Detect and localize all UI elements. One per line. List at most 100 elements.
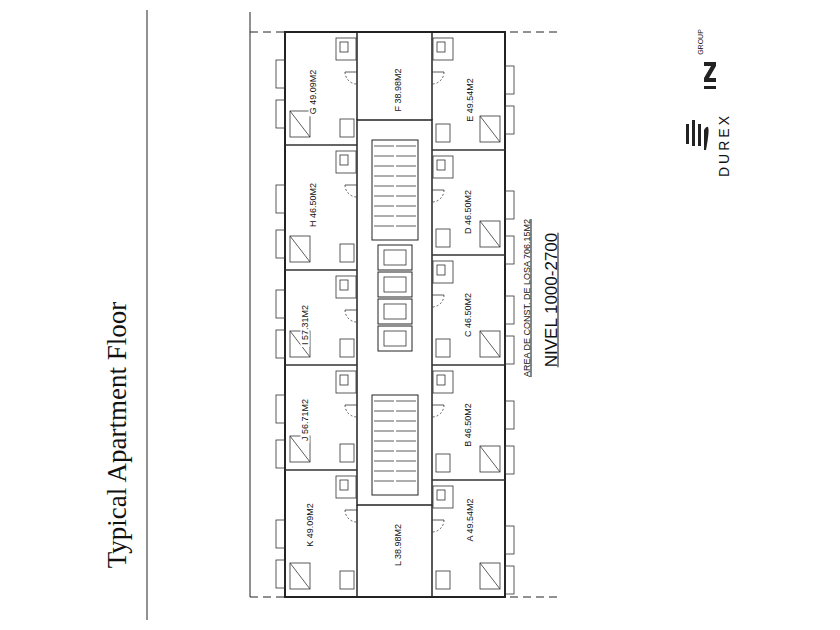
window	[505, 446, 514, 474]
wall	[285, 144, 357, 146]
unit-area: E 49.54M2	[466, 76, 475, 124]
window	[505, 526, 514, 554]
door	[432, 520, 444, 521]
bed	[480, 331, 500, 357]
door-swing	[345, 185, 357, 197]
fixture	[340, 280, 348, 290]
kitchen	[340, 571, 354, 589]
kitchen	[436, 229, 450, 247]
stair-tread	[374, 156, 394, 157]
fixture	[437, 42, 445, 52]
plan-details	[276, 38, 514, 594]
stair-tread	[396, 411, 416, 412]
stair-tread	[396, 206, 416, 207]
bed	[290, 563, 310, 589]
stair-tread	[374, 431, 394, 432]
wall	[432, 149, 505, 151]
unit-area: K 49.09M2	[306, 501, 315, 549]
stair-tread	[396, 166, 416, 167]
fixture	[340, 42, 348, 52]
door-swing	[432, 190, 444, 202]
stair-tread	[396, 441, 416, 442]
unit-area: J 56.71M2	[301, 397, 310, 443]
stair-tread	[374, 146, 394, 147]
fixture	[437, 265, 445, 275]
stair-tread	[396, 421, 416, 422]
door	[345, 310, 357, 311]
stair-tread	[396, 226, 416, 227]
bed	[290, 563, 310, 589]
plan-lines	[147, 10, 560, 620]
door	[432, 295, 444, 296]
window	[276, 290, 285, 318]
page-title: Typical Apartment Floor	[104, 302, 131, 569]
door-swing	[432, 405, 444, 417]
stair-tread	[374, 421, 394, 422]
stair-tread	[374, 461, 394, 462]
bed	[290, 236, 310, 262]
stair-tread	[374, 206, 394, 207]
stair-tread	[396, 176, 416, 177]
kitchen	[436, 571, 450, 589]
stair-tread	[396, 216, 416, 217]
fixture	[340, 375, 348, 385]
bed	[290, 236, 310, 262]
window	[276, 230, 285, 258]
kitchen	[340, 244, 354, 262]
bed	[480, 331, 500, 357]
stair-tread	[396, 186, 416, 187]
logo-mark	[704, 86, 716, 89]
window	[505, 401, 514, 429]
elevator	[378, 299, 412, 324]
fixture	[340, 480, 348, 490]
stair-tread	[374, 166, 394, 167]
unit-area: A 49.54M2	[466, 496, 475, 543]
unit-area: C 46.50M2	[464, 291, 473, 339]
window	[276, 440, 285, 468]
bed	[480, 221, 500, 247]
logo-mark	[704, 62, 716, 82]
window	[505, 336, 514, 364]
bathroom	[336, 371, 356, 393]
stair-tread	[396, 431, 416, 432]
bathroom	[336, 276, 356, 298]
kitchen	[340, 339, 354, 357]
window	[276, 185, 285, 213]
stair	[372, 140, 418, 240]
stair-tread	[374, 216, 394, 217]
window	[276, 560, 285, 588]
elevator-car	[384, 277, 406, 292]
wall	[431, 505, 433, 597]
wall	[285, 469, 357, 471]
stair-tread	[374, 401, 394, 402]
kitchen	[436, 454, 450, 472]
stair-tread	[396, 196, 416, 197]
fixture	[340, 155, 348, 165]
stair-tread	[396, 401, 416, 402]
stair-tread	[396, 461, 416, 462]
wall	[356, 32, 358, 120]
kitchen	[436, 124, 450, 142]
door-swing	[345, 310, 357, 322]
logo-text: DUREX	[717, 113, 731, 177]
window	[505, 106, 514, 134]
elevator-car	[384, 304, 406, 319]
window	[505, 191, 514, 219]
fixture	[437, 375, 445, 385]
door	[345, 405, 357, 406]
stair-tread	[374, 441, 394, 442]
bed	[480, 116, 500, 142]
window	[505, 566, 514, 594]
logo-icon	[698, 124, 701, 146]
bathroom	[433, 371, 453, 393]
bed	[480, 116, 500, 142]
bed	[480, 446, 500, 472]
kitchen	[340, 119, 354, 137]
window	[276, 330, 285, 358]
window	[505, 296, 514, 324]
stair-tread	[374, 186, 394, 187]
door	[432, 190, 444, 191]
unit-area: F 38.98M2	[394, 66, 403, 113]
door	[345, 72, 357, 73]
